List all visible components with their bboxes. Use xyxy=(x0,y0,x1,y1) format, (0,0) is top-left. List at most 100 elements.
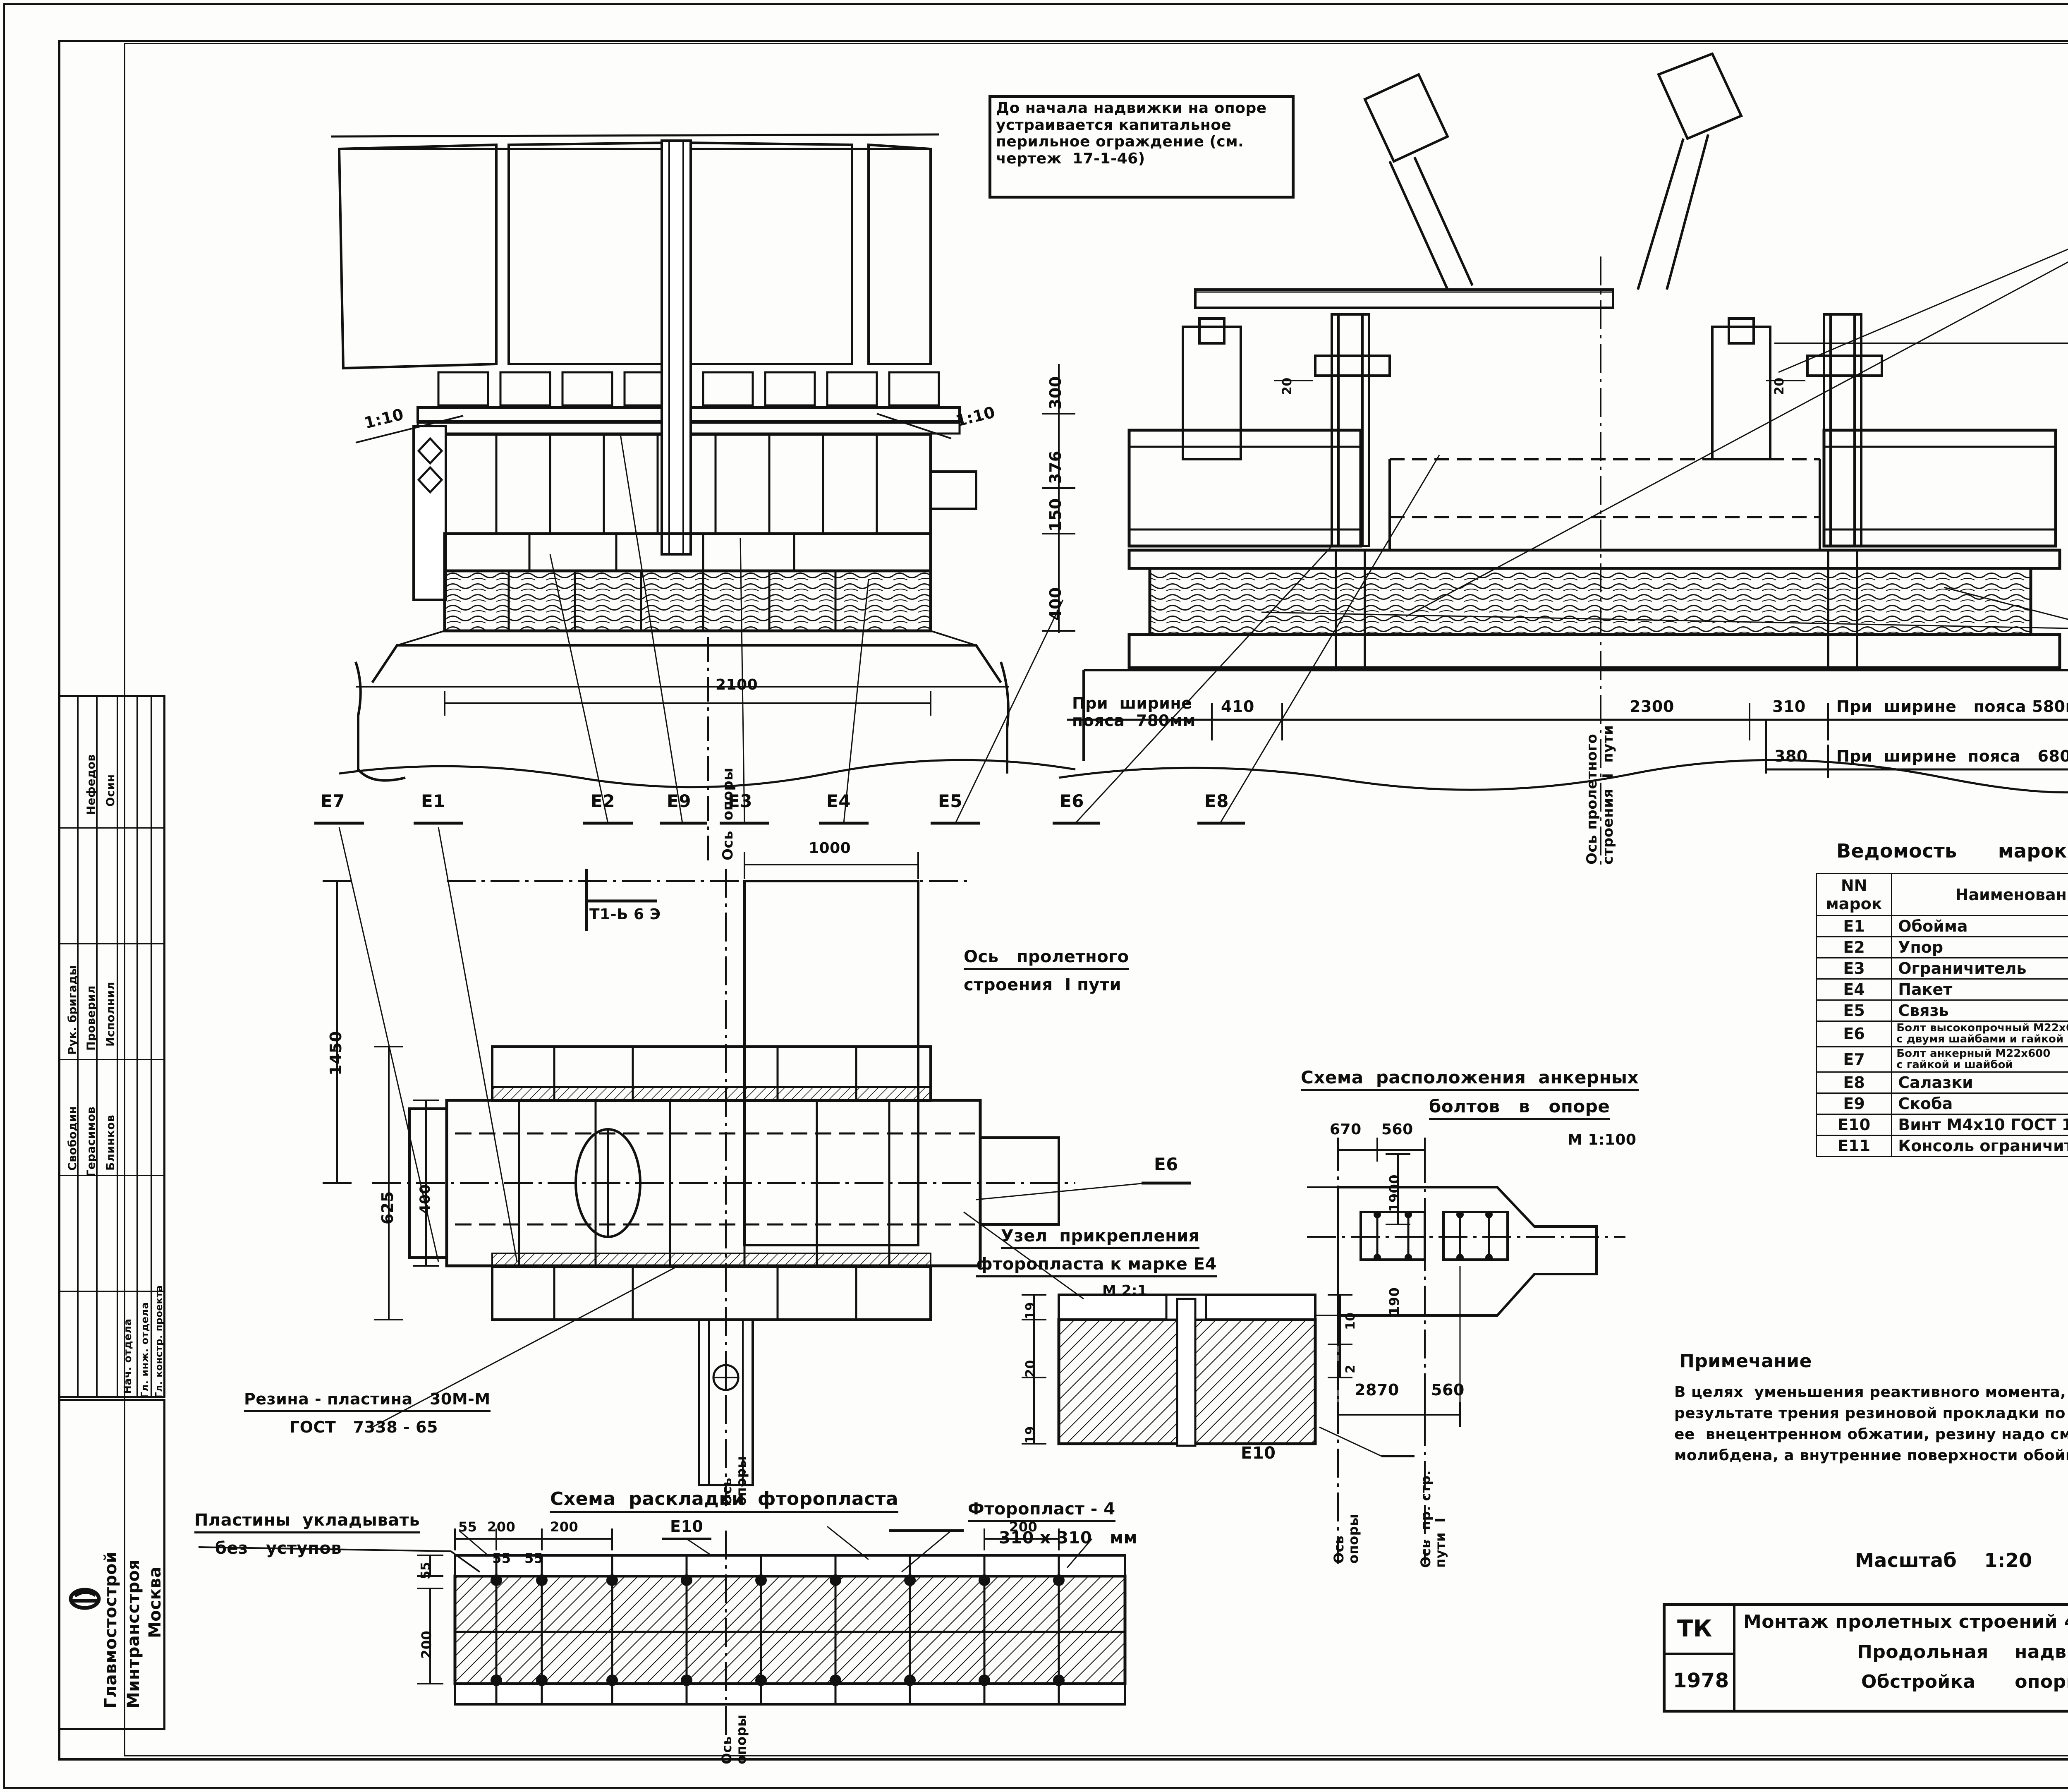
title-block-tk: ТК xyxy=(1677,1615,1712,1642)
dim-plan-1000: 1000 xyxy=(809,840,851,857)
side-stamp-row-2 xyxy=(58,943,165,944)
notes-line-2: результате трения резиновой прокладки по… xyxy=(1674,1405,2066,1422)
rubber-left-line2: ГОСТ 7338 - 65 xyxy=(290,1418,438,1436)
mark-label-e3: E3 xyxy=(728,791,752,811)
spec-cell-mark: E5 xyxy=(1815,999,1893,1022)
mark-label-e2: E2 xyxy=(591,791,615,811)
section-tag-label: Т1-Ь 6 Э xyxy=(589,906,661,923)
spec-cell-mark: E6 xyxy=(1815,1021,1893,1047)
section-tag-marker xyxy=(585,869,657,931)
spec-cell-mark: E7 xyxy=(1815,1046,1893,1073)
spec-table-title: Ведомость марок на одну опору xyxy=(1836,840,2067,862)
dim-node-left-19: 19 xyxy=(1023,1302,1038,1320)
anchor-scheme-scale: М 1:100 xyxy=(1568,1131,1637,1148)
top-note-text: До начала надвижки на опоре устраивается… xyxy=(996,100,1272,168)
title-block-row-tk xyxy=(1663,1653,1734,1655)
dim-elev-300: 300 xyxy=(1046,376,1065,410)
spec-cell-name: Пакет xyxy=(1891,978,2068,1001)
notes-line-1: В целях уменьшения реактивного момента, … xyxy=(1674,1384,2066,1401)
spec-cell-name: Салазки xyxy=(1891,1071,2068,1094)
side-stamp-col-3 xyxy=(117,695,118,1398)
mark-label-e6: E6 xyxy=(1060,791,1084,811)
spec-cell-name: Ограничитель xyxy=(1891,957,2068,980)
dim-fluoro-200b: 200 xyxy=(550,1519,579,1535)
spec-cell-mark: E4 xyxy=(1815,978,1893,1001)
spec-cell-name: Обойма xyxy=(1891,915,2068,937)
organization-block xyxy=(58,1399,165,1730)
spec-cell-mark: E8 xyxy=(1815,1071,1893,1094)
mark-label-e6-plan: E6 xyxy=(1154,1154,1178,1174)
dim-elev-150: 150 xyxy=(1046,498,1065,532)
anchor-scheme-title-1: Схема расположения анкерных xyxy=(1301,1067,1639,1091)
spec-cell-mark: E3 xyxy=(1815,957,1893,980)
title-block-line-3: Обстройка опоры. xyxy=(1861,1671,2068,1692)
dim-node-right-10: 10 xyxy=(1343,1312,1358,1330)
spec-table-foot: Итого: 2090 xyxy=(1816,1156,2068,1178)
spec-cell-name: Упор xyxy=(1891,936,2068,958)
dim-560: 560 xyxy=(1381,1121,1413,1138)
notes-line-4: молибдена, а внутренние поверхности обой… xyxy=(1674,1447,2068,1464)
table-row: E1Обойма2150300 xyxy=(1815,915,2068,937)
title-block-line-1: Монтаж пролетных строений 45.0; 35.0м xyxy=(1743,1611,2068,1632)
axis-support-elev-label: Ось опоры xyxy=(720,767,736,860)
belt-right-label-580: При ширине пояса 580мм xyxy=(1836,697,2068,716)
spec-cell-mark: E11 xyxy=(1815,1135,1893,1157)
spec-th-name: Наименование xyxy=(1891,873,2068,916)
dim-fluoro-200c: 200 xyxy=(1009,1519,1038,1535)
spec-th-mark: NN марок xyxy=(1815,873,1893,916)
emblem-icon xyxy=(69,1588,101,1610)
spec-table-body: E1Обойма2150300E2Упор22652E3Ограничитель… xyxy=(1815,915,2068,1157)
title-block-frame xyxy=(1663,1603,2068,1713)
spec-cell-name: Винт М4х10 ГОСТ 17475-72 xyxy=(1891,1114,2068,1136)
fluoroplast-layout-view xyxy=(198,1526,1127,1750)
fluoro-label-line1: Фторопласт - 4 xyxy=(968,1500,1115,1522)
dim-elev-2100: 2100 xyxy=(716,676,758,693)
dim-2300: 2300 xyxy=(1630,697,1674,716)
right-elevation-view xyxy=(1058,52,2068,865)
side-stamp-col-5 xyxy=(151,695,152,1398)
plates-note-line2: без уступов xyxy=(215,1539,342,1558)
dim-560b: 560 xyxy=(1431,1381,1465,1399)
table-row: E9Скоба24124 xyxy=(1815,1092,2068,1115)
side-stamp-col-2 xyxy=(96,695,98,1398)
spec-header-row: NN марок Наименование Кол. шт. Масса кг xyxy=(1815,873,2068,916)
spec-table: NN марок Наименование Кол. шт. Масса кг … xyxy=(1815,873,2068,1178)
spec-table-head: NN марок Наименование Кол. шт. Масса кг … xyxy=(1815,873,2068,916)
spec-cell-mark: E1 xyxy=(1815,915,1893,937)
dim-plan-400: 400 xyxy=(417,1184,433,1214)
spec-cell-mark: E2 xyxy=(1815,936,1893,958)
table-row: E5Связь23876 xyxy=(1815,999,2068,1022)
mark-label-e7: E7 xyxy=(321,791,345,811)
notes-line-3: ее внецентренном обжатии, резину надо см… xyxy=(1674,1426,2068,1443)
attach-node-scale: М 2:1 xyxy=(1102,1282,1148,1299)
dim-fluoro-200a: 200 xyxy=(487,1519,516,1535)
axis-span-elev-label: Ось пролетного строения I пути xyxy=(1584,725,1617,865)
dim-gap-20-left: 20 xyxy=(1280,377,1295,395)
mark-label-e8: E8 xyxy=(1204,791,1229,811)
mark-label-e10-detail: E10 xyxy=(1241,1444,1276,1463)
dim-fluoro-55b: 55 xyxy=(492,1550,511,1566)
title-block-scale: Масштаб 1:20 xyxy=(1855,1549,2032,1572)
axis-span-plan-label-2: строения I пути xyxy=(964,975,1122,994)
mark-label-e1: E1 xyxy=(421,791,445,811)
belt-dimension-row xyxy=(1067,703,2068,778)
dim-plan-1450: 1450 xyxy=(327,1031,345,1076)
plan-view xyxy=(323,852,1191,1506)
side-stamp-row-3 xyxy=(58,1059,165,1060)
rubber-left-line1: Резина - пластина 30М-М xyxy=(244,1390,491,1412)
dim-310: 310 xyxy=(1772,697,1806,716)
sheet-drawing-frame xyxy=(124,43,2068,1756)
spec-cell-name: Скоба xyxy=(1891,1092,2068,1115)
side-stamp-div-1 xyxy=(58,695,165,697)
dim-plan-625: 625 xyxy=(378,1191,397,1224)
side-stamp-row-4 xyxy=(58,1175,165,1176)
dim-node-left-19b: 19 xyxy=(1023,1426,1038,1444)
attach-node-title-1: Узел прикрепления xyxy=(1001,1227,1199,1249)
fluoro-layout-title: Схема раскладки фторопласта xyxy=(550,1488,898,1513)
mark-label-e4: E4 xyxy=(826,791,851,811)
